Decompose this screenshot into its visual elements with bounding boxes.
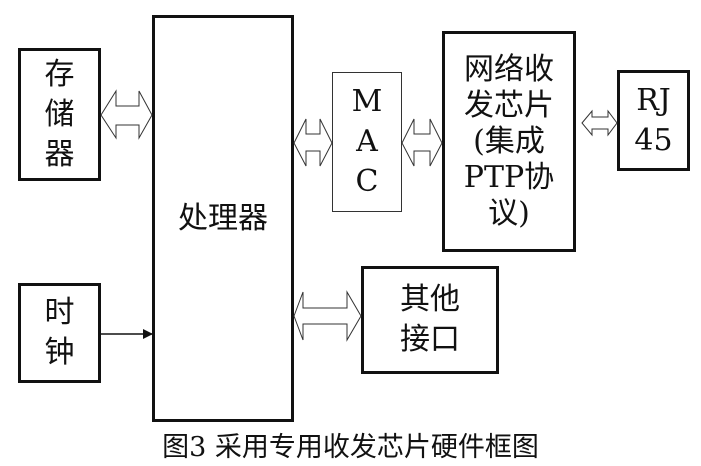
- memory-label: 存 储 器: [44, 56, 75, 172]
- other-interfaces-label: 其他 接口: [400, 282, 460, 357]
- bus-arrow-memory-processor: [100, 89, 153, 140]
- figure-caption: 图3 采用专用收发芯片硬件框图: [162, 432, 539, 463]
- transceiver-label: 网络收 发芯片 (集成 PTP协 议): [463, 51, 555, 231]
- rj45-label: RJ 45: [634, 82, 673, 158]
- clock-label: 时 钟: [44, 295, 75, 370]
- processor-label: 处理器: [178, 200, 268, 236]
- clock-block: 时 钟: [18, 283, 101, 383]
- other-interfaces-block: 其他 接口: [361, 266, 499, 374]
- bus-arrow-mac-transceiver: [401, 118, 443, 167]
- bus-arrow-processor-mac: [293, 118, 333, 167]
- rj45-block: RJ 45: [617, 70, 690, 171]
- transceiver-block: 网络收 发芯片 (集成 PTP协 议): [442, 31, 576, 252]
- mac-label: M A C: [351, 84, 383, 199]
- processor-block: 处理器: [152, 15, 294, 422]
- bus-arrow-transceiver-rj45: [581, 109, 618, 137]
- memory-block: 存 储 器: [18, 48, 101, 181]
- mac-block: M A C: [332, 72, 402, 212]
- bus-arrow-processor-other: [293, 290, 362, 342]
